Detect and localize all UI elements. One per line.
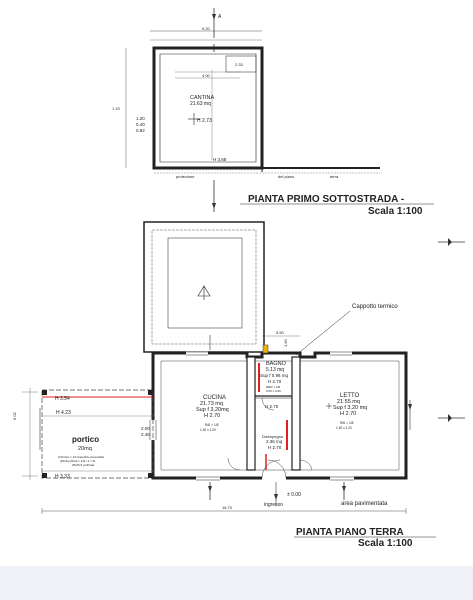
lower-floor-plan: A 5.20 2.33 4.00 CANTINA 21.63 mq H 2.73…: [112, 8, 380, 212]
quota-label: ± 0.00: [287, 492, 301, 498]
bagno-note2: 0.00 x 0.60: [266, 389, 281, 393]
footer-band: [0, 566, 473, 600]
cucina-note2: 1.30 x 1.20: [200, 428, 216, 432]
section-marker-icon: [212, 14, 216, 20]
portico-note1: S.Portico = 1/4 Superficie Accessibile: [58, 455, 105, 459]
cucina-name: CUCINA: [203, 395, 226, 401]
ground-floor-title: PIANTA PIANO TERRA: [296, 527, 404, 538]
cantina-area: 21.63 mq: [190, 101, 211, 107]
cucina-note1: RAI = 1/8: [205, 423, 219, 427]
dim-small-right: 2.33: [235, 62, 244, 67]
ingresso-label: ingresso: [264, 502, 283, 508]
portico-h2: H 4.23: [56, 410, 71, 416]
ground-floor-scale: Scala 1:100: [358, 538, 413, 549]
cappotto-label: Cappotto termico: [352, 304, 398, 310]
dim-left-a: 1.20: [136, 116, 145, 121]
area-pavimentata-label: area pavimentata: [341, 501, 388, 507]
bagno-name: BAGNO: [266, 361, 287, 367]
letto-sup: Sup f 3.20 mq: [333, 405, 367, 411]
section-marker-bottom-icon: [212, 203, 216, 209]
dim-left-b: 0.40: [136, 122, 145, 127]
cucina-height: H 2.70: [204, 413, 220, 419]
letto-name: LETTO: [340, 393, 360, 399]
bagno-height: H 2.70: [268, 379, 282, 384]
cucina-area: 21.73 mq: [200, 401, 223, 407]
bagno-note1: RRR = 1/8: [266, 385, 280, 389]
portico-d1: 2.00: [141, 426, 150, 431]
disimpegno-area: 2.36 mq: [266, 439, 283, 444]
dim-left-lower: 1.15: [112, 106, 121, 111]
lower-floor-scale: Scala 1:100: [368, 206, 423, 217]
portico-d2: 2.45: [141, 432, 150, 437]
svg-text:A: A: [218, 14, 222, 20]
dim-top-lower: 5.20: [202, 26, 211, 31]
svg-text:6.02: 6.02: [12, 411, 17, 420]
portico-note3: 25x25 S verificata: [72, 463, 95, 467]
floor-plan-drawing: A 5.20 2.33 4.00 CANTINA 21.63 mq H 2.73…: [12, 8, 465, 549]
bagno-sup: Sup f 0.96 mq: [260, 373, 289, 378]
svg-text:1.60: 1.60: [283, 338, 288, 347]
letto-note1: RAI = 1/8: [340, 421, 354, 425]
ground-floor-plan: 6.02 16.70 5.50 1.60: [12, 221, 412, 514]
bagno-area: 5.13 mq: [266, 367, 284, 373]
proiezione-label-2: del piano: [278, 174, 295, 179]
lower-floor-title: PIANTA PRIMO SOTTOSTRADA -: [248, 194, 404, 205]
dim-top-ground: 5.50: [276, 330, 285, 335]
side-section-marker: [438, 238, 465, 422]
cantina-height: H 2.73: [197, 118, 212, 124]
portico-area: 20mq: [78, 446, 92, 452]
portico-h3: H 3.33: [55, 474, 70, 480]
svg-text:4.00: 4.00: [202, 73, 211, 78]
cantina-h-side: H 3.68: [213, 157, 227, 162]
hall-height: H 2.70: [265, 404, 279, 409]
letto-height: H 2.70: [340, 411, 356, 417]
letto-area: 21.55 mq: [337, 399, 360, 405]
dim-bottom: 16.70: [222, 505, 233, 510]
proiezione-label-3: terra: [330, 174, 339, 179]
portico-h1: H 3.54: [55, 396, 70, 402]
dim-left-c: 0.82: [136, 128, 145, 133]
cantina-name: CANTINA: [190, 95, 214, 101]
letto-note2: 1.30 x 1.20: [336, 426, 352, 430]
proiezione-label-1: proiezione: [176, 174, 195, 179]
portico-name: portico: [72, 435, 99, 444]
disimpegno-height: H 2.70: [268, 445, 282, 450]
disimpegno-name: Disimpegno: [262, 434, 284, 439]
cucina-sup: Sup f 3.20mq: [196, 407, 229, 413]
portico-note2: (25x4)+(20x4) = 124 / 4 = 31: [60, 459, 96, 463]
